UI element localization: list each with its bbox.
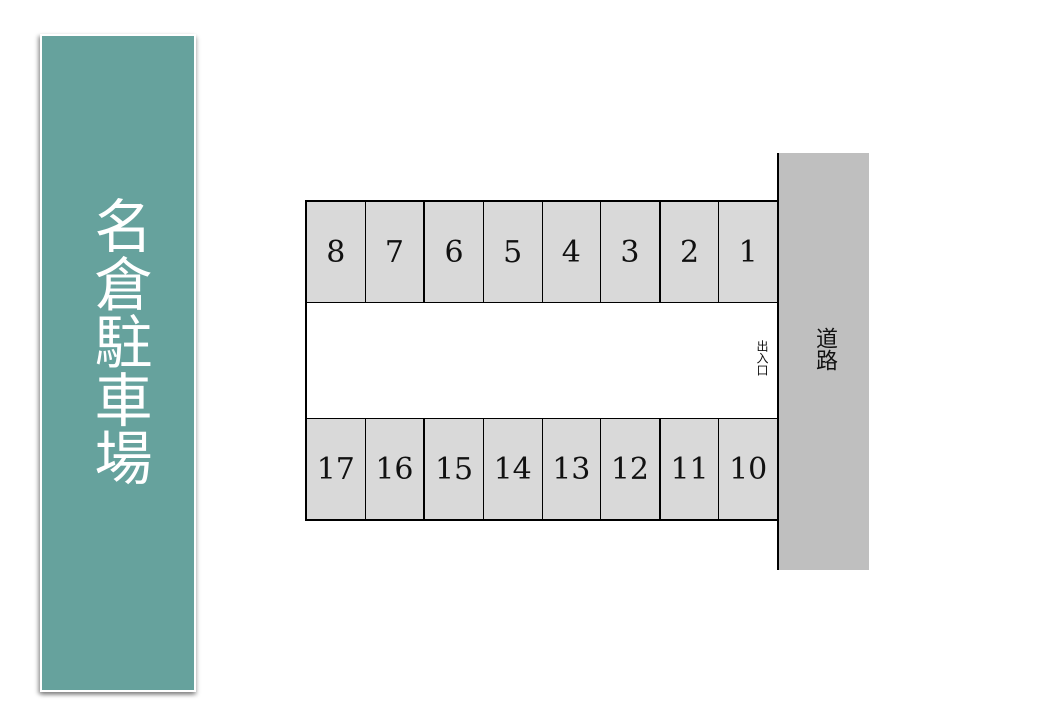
parking-stall[interactable]: 15 xyxy=(425,419,484,519)
parking-stall[interactable]: 7 xyxy=(365,202,426,302)
title-panel: 名倉駐車場 xyxy=(40,34,196,692)
parking-stall[interactable]: 16 xyxy=(365,419,426,519)
parking-stall[interactable]: 12 xyxy=(601,419,661,519)
parking-stall[interactable]: 10 xyxy=(719,419,777,519)
parking-stall[interactable]: 1 xyxy=(719,202,777,302)
parking-stall[interactable]: 3 xyxy=(601,202,661,302)
parking-lot-diagram: 8 7 6 5 4 3 2 1 17 16 15 14 13 12 11 10 xyxy=(305,200,777,523)
parking-stall[interactable]: 6 xyxy=(425,202,484,302)
road: 道路 xyxy=(779,153,869,570)
entrance-label: 出入口 xyxy=(755,340,769,376)
parking-stall[interactable]: 14 xyxy=(483,419,543,519)
page-title: 名倉駐車場 xyxy=(84,196,153,486)
driving-aisle xyxy=(305,303,777,418)
road-label: 道路 xyxy=(812,327,837,371)
parking-stall[interactable]: 13 xyxy=(542,419,602,519)
parking-stall[interactable]: 17 xyxy=(307,419,366,519)
stall-row-top: 8 7 6 5 4 3 2 1 xyxy=(305,200,777,303)
parking-stall[interactable]: 8 xyxy=(307,202,366,302)
parking-stall[interactable]: 11 xyxy=(660,419,720,519)
road-boundary-line xyxy=(777,153,779,570)
stall-row-bottom: 17 16 15 14 13 12 11 10 xyxy=(305,418,777,521)
parking-stall[interactable]: 5 xyxy=(483,202,543,302)
parking-stall[interactable]: 4 xyxy=(542,202,602,302)
parking-stall[interactable]: 2 xyxy=(660,202,720,302)
